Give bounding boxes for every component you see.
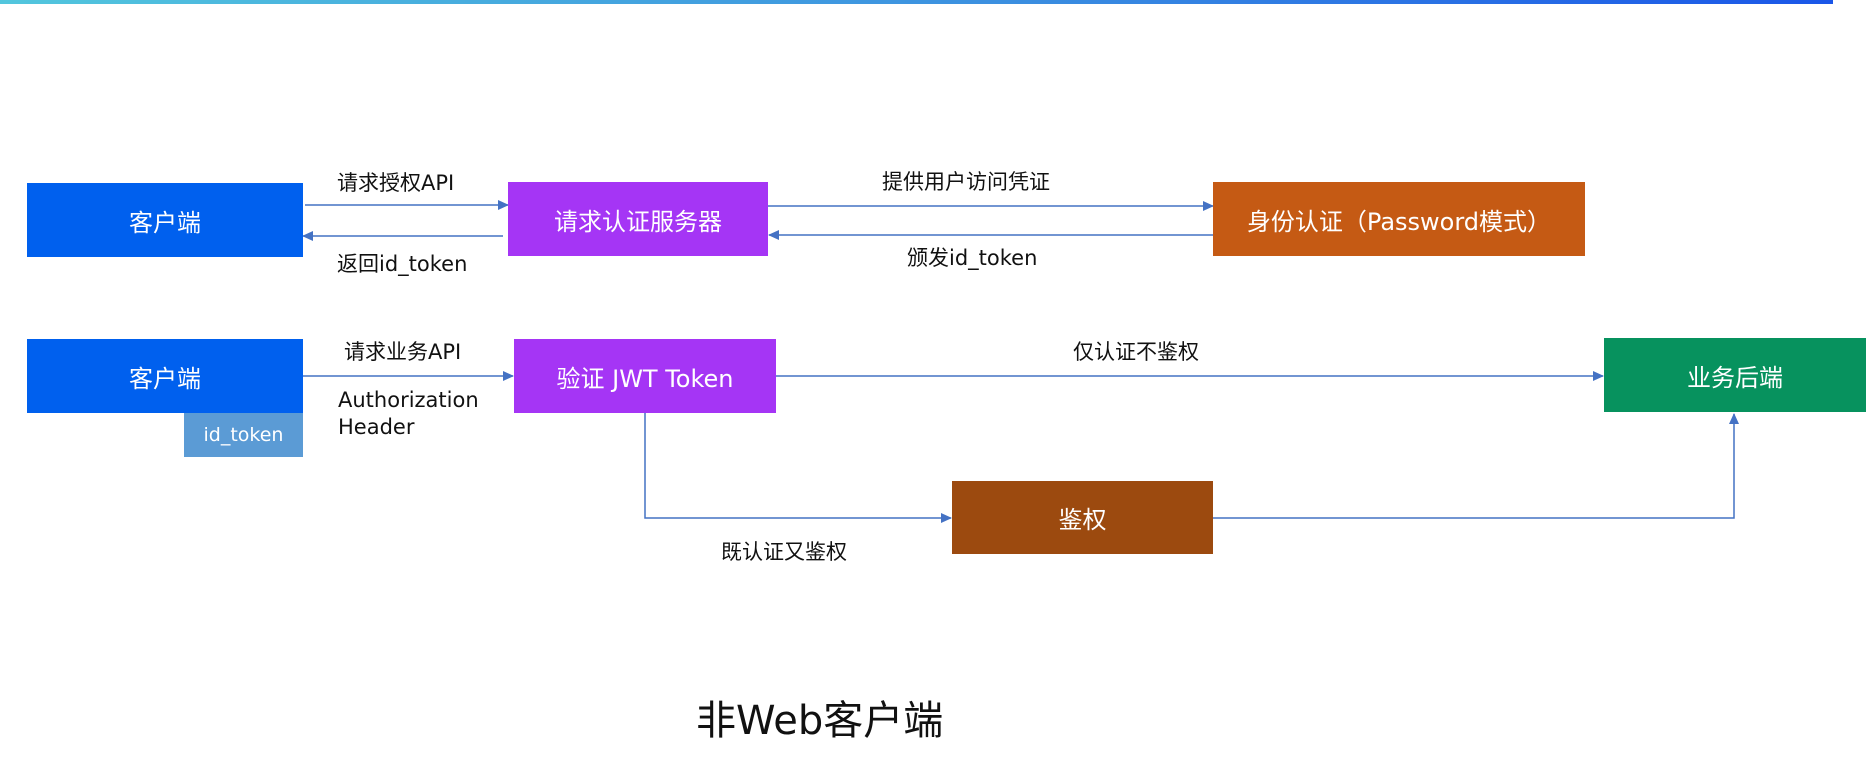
business-backend-box: 业务后端 (1604, 338, 1866, 412)
label-auth-and-authz: 既认证又鉴权 (721, 540, 847, 564)
auth-server-box: 请求认证服务器 (508, 182, 768, 256)
client-box-row1: 客户端 (27, 183, 303, 257)
client-box-row2: 客户端 (27, 339, 303, 413)
label-issue-id-token: 颁发id_token (907, 246, 1038, 270)
label-auth-only: 仅认证不鉴权 (1073, 340, 1199, 364)
label-authorization-header-line2: Header (338, 415, 415, 439)
diagram-caption: 非Web客户端 (696, 698, 944, 744)
identity-auth-box: 身份认证（Password模式） (1213, 182, 1585, 256)
label-authorization-header-line1: Authorization (338, 388, 479, 412)
arrow-verify-to-authz (644, 413, 952, 523)
label-return-id-token: 返回id_token (337, 252, 468, 276)
verify-jwt-box: 验证 JWT Token (514, 339, 776, 413)
label-request-auth-api: 请求授权API (337, 171, 455, 195)
label-request-business-api: 请求业务API (344, 340, 462, 364)
id-token-tag: id_token (184, 413, 303, 457)
arrow-authz-to-backend (1213, 413, 1739, 519)
label-provide-credentials: 提供用户访问凭证 (882, 170, 1050, 194)
top-accent-line (0, 0, 1833, 4)
authorization-box: 鉴权 (952, 481, 1213, 554)
